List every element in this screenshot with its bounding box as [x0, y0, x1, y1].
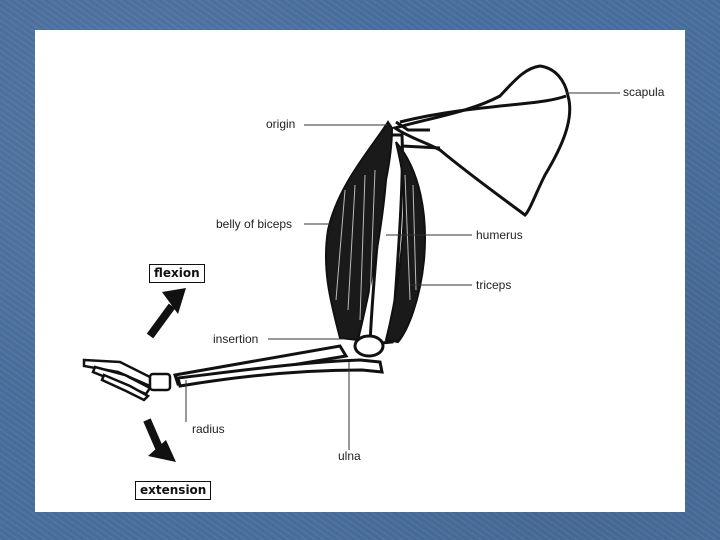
label-radius: radius — [192, 422, 225, 436]
label-triceps: triceps — [476, 278, 511, 292]
scapula-shape — [395, 66, 570, 215]
flexion-label: flexion — [149, 264, 205, 283]
label-origin: origin — [266, 117, 295, 131]
flexion-arrow — [150, 288, 186, 336]
label-ulna: ulna — [338, 449, 361, 463]
label-scapula: scapula — [623, 85, 664, 99]
hand-bones — [84, 360, 170, 400]
label-insertion: insertion — [213, 332, 258, 346]
label-humerus: humerus — [476, 228, 523, 242]
extension-label: extension — [135, 481, 211, 500]
label-belly-of-biceps: belly of biceps — [216, 217, 292, 231]
extension-arrow — [147, 420, 176, 462]
